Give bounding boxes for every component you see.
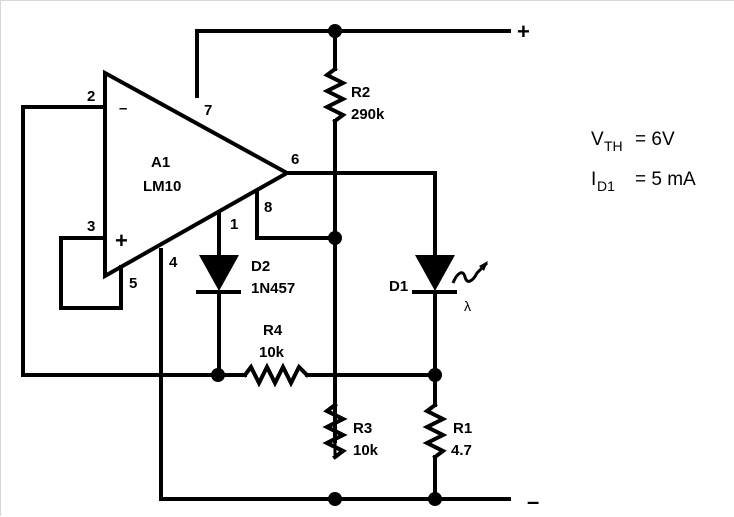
note-id1-subscript: D1 [597,178,615,194]
d1-ref-label: D1 [389,278,408,295]
note-id1-symbol: I [591,169,596,190]
r2-value-label: 290k [351,106,385,123]
diode-d2 [199,255,239,291]
pin-1-label: 1 [230,216,238,233]
wire-pin4-ground [159,248,511,501]
pin-6-label: 6 [291,151,299,168]
r1-value-label: 4.7 [451,442,472,459]
opamp-inverting-symbol: – [119,100,127,117]
wire-pin6-output [285,171,437,257]
note-id1: I D1 = 5 mA [591,169,696,194]
pin-7-label: 7 [204,102,212,119]
resistor-r4 [242,362,310,388]
r2-ref-label: R2 [351,84,370,101]
note-id1-value: = 5 mA [635,169,696,190]
led-d1 [415,255,455,291]
opamp-noninverting-symbol: + [115,228,128,253]
d2-ref-label: D2 [251,258,270,275]
pin-5-label: 5 [129,275,137,292]
light-emission-icon [451,261,489,284]
note-vth: V TH = 6V [591,129,675,154]
resistor-r2 [322,66,348,124]
wire-pin3-pin5-loop [59,236,123,310]
negative-terminal-label: – [527,489,539,514]
wire-positive-rail [195,29,511,98]
junction-r3-ground [328,492,342,506]
pin-3-label: 3 [87,218,95,235]
positive-terminal-label: + [517,19,530,44]
junction-r1-ground [428,492,442,506]
r4-value-label: 10k [259,344,285,361]
note-vth-symbol: V [591,129,604,150]
wire-pin2-feedback [21,105,217,377]
r4-ref-label: R4 [263,322,283,339]
junction-pin8 [328,231,342,245]
d1-lambda-symbol: λ [464,298,471,314]
r3-ref-label: R3 [353,420,372,437]
pin-4-label: 4 [169,254,178,271]
d2-part-label: 1N457 [251,280,295,297]
opamp-part-label: LM10 [143,178,181,195]
note-vth-subscript: TH [604,138,623,154]
pin-2-label: 2 [87,88,95,105]
note-vth-value: = 6V [635,129,675,150]
opamp-ref-label: A1 [151,154,170,171]
wire-pin8 [255,189,337,240]
opamp-a1-symbol [103,69,292,280]
r1-ref-label: R1 [453,420,472,437]
pin-8-label: 8 [264,199,272,216]
r3-value-label: 10k [353,442,379,459]
resistor-r1 [422,402,448,460]
